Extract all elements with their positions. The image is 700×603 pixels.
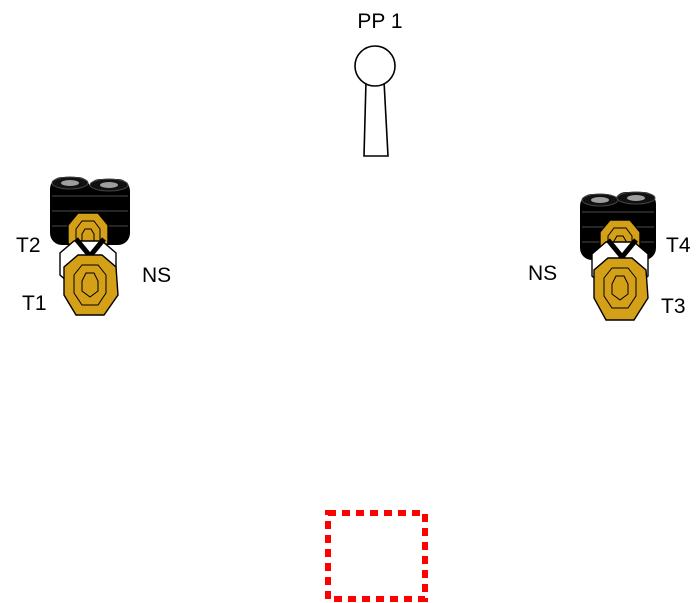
- target-group-right: [580, 191, 656, 321]
- no-shoot-label-right: NS: [528, 262, 557, 285]
- popper-steel-target-icon: [354, 45, 396, 157]
- target-group-left: [50, 176, 130, 316]
- target-label-left-upper: T2: [16, 234, 41, 257]
- popper-label: PP 1: [357, 10, 402, 33]
- no-shoot-label-left: NS: [142, 264, 171, 287]
- popper-target: PP 1: [354, 10, 403, 157]
- paper-target-icon: [63, 254, 119, 316]
- start-box-icon: [325, 510, 428, 602]
- barrel-stack-icon: [50, 176, 130, 245]
- paper-target-icon: [593, 257, 649, 321]
- target-label-right-upper: T4: [666, 234, 691, 257]
- target-label-right-lower: T3: [661, 295, 686, 318]
- target-label-left-lower: T1: [22, 292, 47, 315]
